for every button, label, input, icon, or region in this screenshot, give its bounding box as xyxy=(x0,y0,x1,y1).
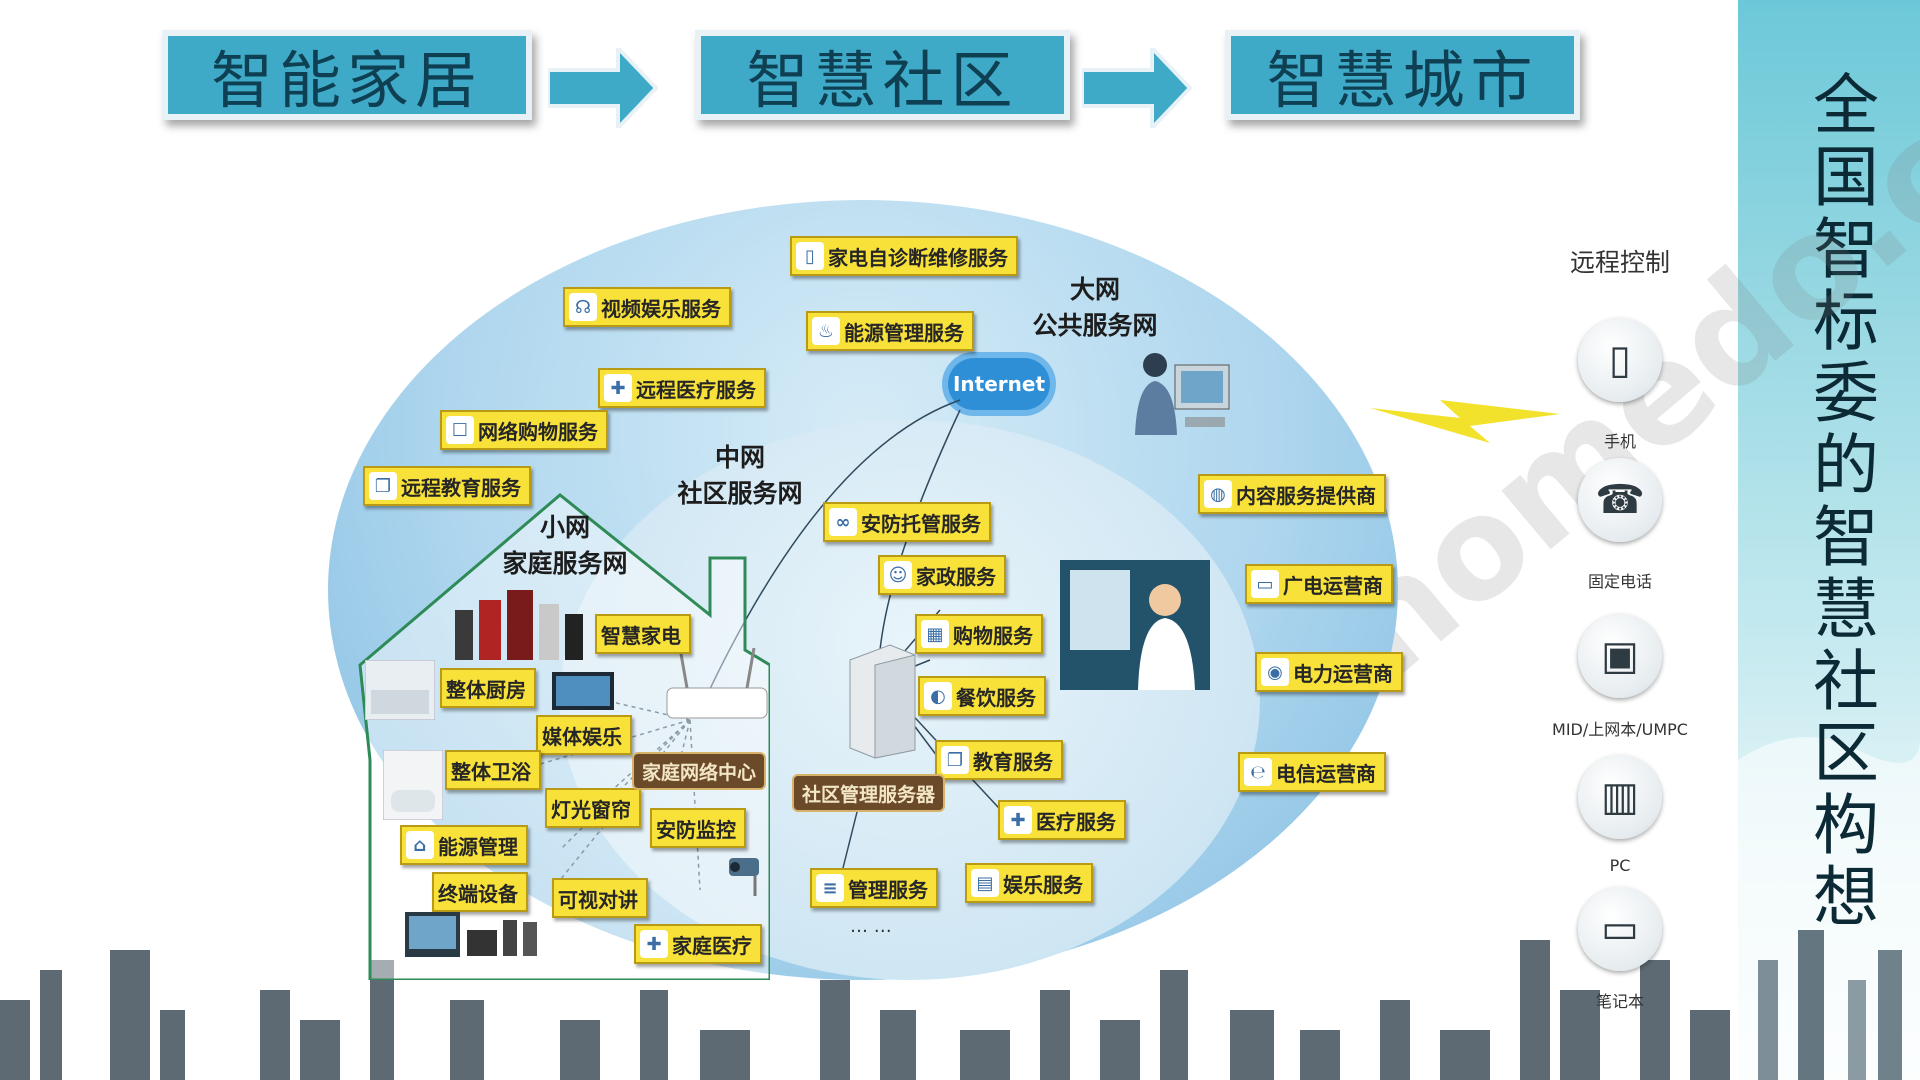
community-service-tag: ☺家政服务 xyxy=(878,555,1006,595)
headphone-icon: ☊ xyxy=(569,293,597,321)
router-icon xyxy=(666,648,768,719)
device-label: 手机 xyxy=(1603,432,1636,451)
kitchen-illustration xyxy=(365,660,435,720)
arrow-right-icon xyxy=(1082,48,1192,128)
middle-network-label: 中网社区服务网 xyxy=(677,443,803,508)
medical-cross-icon: ✚ xyxy=(640,930,668,958)
shopping-icon: ☐ xyxy=(446,416,474,444)
outer-service-tag: ❐远程教育服务 xyxy=(363,466,531,506)
home-item-tag: ⌂能源管理 xyxy=(400,825,528,865)
user-at-computer-icon xyxy=(1135,353,1230,435)
remote-control-title: 远程控制 xyxy=(1569,248,1670,277)
operator-tag: ◉电力运营商 xyxy=(1255,652,1403,692)
food-icon: ◐ xyxy=(924,682,952,710)
appliance-icon: ▯ xyxy=(796,242,824,270)
side-panel xyxy=(1738,0,1920,1080)
home-item-tag: 安防监控 xyxy=(650,808,746,848)
home-item-tag: 智慧家电 xyxy=(595,614,691,654)
ellipsis-text: … … xyxy=(850,916,892,937)
home-item-tag: 终端设备 xyxy=(432,872,528,912)
home-item-tag: 媒体娱乐 xyxy=(536,715,632,755)
terminal-devices-illustration xyxy=(405,912,537,957)
device-label: 固定电话 xyxy=(1587,572,1652,591)
community-service-tag: ✚医疗服务 xyxy=(998,800,1126,840)
community-service-tag: ∞安防托管服务 xyxy=(823,502,991,542)
community-platform-label: 社区管理服务器 xyxy=(792,774,946,812)
lightning-icon xyxy=(1370,400,1560,443)
person-icon: ☺ xyxy=(884,561,912,589)
outer-service-tag: ♨能源管理服务 xyxy=(806,311,974,351)
device-label: 笔记本 xyxy=(1595,992,1644,1011)
globe-icon: ◍ xyxy=(1204,480,1232,508)
tv-icon xyxy=(552,672,614,710)
side-title: 全国智标委的智慧社区构想 xyxy=(1802,70,1879,934)
appliance-products-illustration xyxy=(455,590,583,660)
home-item-tag: 整体厨房 xyxy=(440,668,536,708)
laptop-icon[interactable]: ▭ xyxy=(1578,887,1662,971)
community-service-tag: ≡管理服务 xyxy=(810,868,938,908)
document-icon: ≡ xyxy=(816,874,844,902)
home-item-tag: 整体卫浴 xyxy=(445,750,541,790)
landline-phone-icon[interactable]: ☎ xyxy=(1578,458,1662,542)
pc-icon[interactable]: ▥ xyxy=(1578,755,1662,839)
home-item-tag: ✚家庭医疗 xyxy=(634,924,762,964)
community-service-tag: ▤娱乐服务 xyxy=(965,863,1093,903)
medical-cross-icon: ✚ xyxy=(1004,806,1032,834)
mobile-phone-icon[interactable]: ▯ xyxy=(1578,318,1662,402)
small-network-label: 小网家庭服务网 xyxy=(502,513,628,578)
house-energy-icon: ⌂ xyxy=(406,831,434,859)
book-icon: ❐ xyxy=(369,472,397,500)
big-network-label: 大网公共服务网 xyxy=(1032,275,1158,340)
internet-cloud: Internet xyxy=(948,358,1050,410)
faucet-icon: ♨ xyxy=(812,317,840,345)
community-service-tag: ❐教育服务 xyxy=(935,740,1063,780)
arrow-right-icon xyxy=(548,48,658,128)
community-service-tag: ▦购物服务 xyxy=(915,614,1043,654)
device-label: PC xyxy=(1609,856,1631,875)
book-icon: ❐ xyxy=(941,746,969,774)
telecom-icon: ℮ xyxy=(1244,758,1272,786)
side-skyline xyxy=(1738,737,1920,1080)
installer-illustration xyxy=(1060,560,1210,690)
medical-cross-icon: ✚ xyxy=(604,374,632,402)
operator-tag: ◍内容服务提供商 xyxy=(1198,474,1386,514)
home-item-tag: 可视对讲 xyxy=(552,878,648,918)
step-smart-community: 智慧社区 xyxy=(695,30,1070,120)
community-service-tag: ◐餐饮服务 xyxy=(918,676,1046,716)
device-label: MID/上网本/UMPC xyxy=(1552,720,1688,739)
operator-tag: ▭广电运营商 xyxy=(1245,564,1393,604)
outer-service-tag: ✚远程医疗服务 xyxy=(598,368,766,408)
cart-icon: ▦ xyxy=(921,620,949,648)
bathroom-illustration xyxy=(383,750,443,820)
step-smart-city: 智慧城市 xyxy=(1225,30,1580,120)
security-camera-icon xyxy=(729,858,759,896)
film-icon: ▤ xyxy=(971,869,999,897)
power-icon: ◉ xyxy=(1261,658,1289,686)
mid-device-icon[interactable]: ▣ xyxy=(1578,614,1662,698)
operator-tag: ℮电信运营商 xyxy=(1238,752,1386,792)
city-skyline xyxy=(0,940,1730,1080)
outer-service-tag: ☐网络购物服务 xyxy=(440,410,608,450)
step-smart-home: 智能家居 xyxy=(162,30,532,120)
home-gateway-label: 家庭网络中心 xyxy=(632,752,767,790)
outer-service-tag: ▯家电自诊断维修服务 xyxy=(790,236,1018,276)
tv-icon: ▭ xyxy=(1251,570,1279,598)
server-icon xyxy=(849,644,916,759)
outer-service-tag: ☊视频娱乐服务 xyxy=(563,287,731,327)
glasses-icon: ∞ xyxy=(829,508,857,536)
home-item-tag: 灯光窗帘 xyxy=(545,788,641,828)
